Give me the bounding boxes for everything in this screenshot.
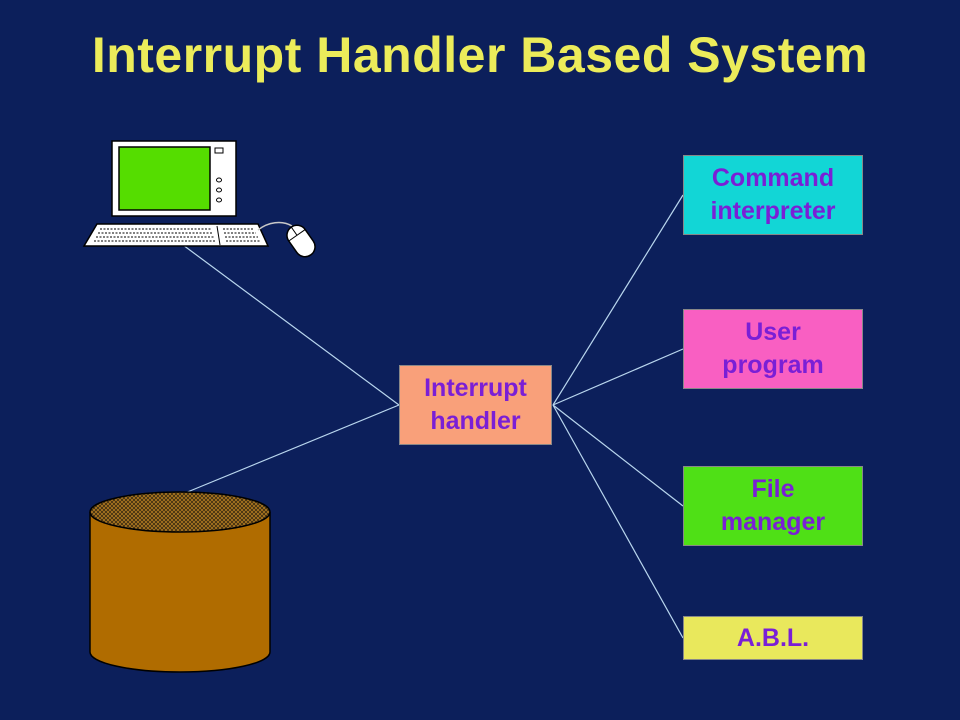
disk-drive-icon <box>89 491 271 673</box>
interrupt-handler-box: Interrupt handler <box>399 365 552 445</box>
connector-handler-cmd <box>552 194 684 406</box>
connector-handler-abl <box>552 404 684 639</box>
user-program-box: User program <box>683 309 863 389</box>
file-manager-box: File manager <box>683 466 863 546</box>
abl-box: A.B.L. <box>683 616 863 660</box>
interrupt-handler-label: Interrupt handler <box>424 374 527 435</box>
connectors <box>182 194 684 639</box>
connector-handler-file <box>552 404 684 507</box>
user-program-label: User program <box>722 318 824 379</box>
mouse-icon <box>257 221 316 258</box>
file-manager-label: File manager <box>720 475 826 536</box>
page-title: Interrupt Handler Based System <box>91 27 869 83</box>
connector-computer-handler <box>182 244 400 406</box>
computer-icon <box>82 140 270 247</box>
connector-handler-user <box>552 348 684 406</box>
connector-disk-handler <box>184 404 400 494</box>
command-interpreter-box: Command interpreter <box>683 155 863 235</box>
abl-label: A.B.L. <box>736 623 810 652</box>
command-interpreter-label: Command interpreter <box>710 164 836 225</box>
